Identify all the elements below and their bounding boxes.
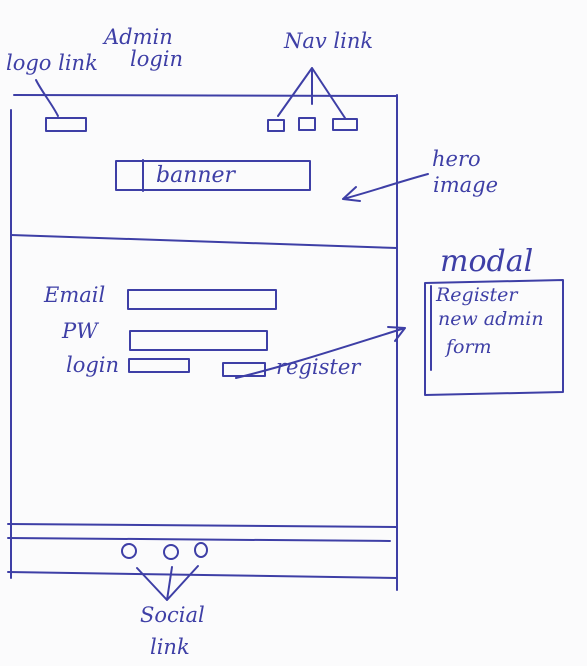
- social-link-line-1: Social: [140, 603, 205, 627]
- social-icon-3[interactable]: [194, 542, 208, 558]
- nav-link-box-2[interactable]: [298, 117, 316, 131]
- banner-box: [115, 160, 311, 191]
- nav-link-label: Nav link: [284, 29, 374, 53]
- logo-link-pointer: [35, 79, 59, 117]
- register-label: register: [276, 355, 361, 379]
- modal-form-line-3: form: [446, 336, 492, 358]
- social-pointers: [136, 565, 199, 601]
- hero-label-line-1: hero: [432, 147, 481, 171]
- password-label: PW: [62, 319, 98, 343]
- nav-link-pointers: [277, 67, 346, 119]
- modal-box: [424, 279, 564, 396]
- nav-link-box-1[interactable]: [267, 119, 285, 132]
- banner-label: banner: [156, 163, 236, 188]
- hero-label-line-2: image: [433, 173, 499, 197]
- logo-link-box[interactable]: [45, 117, 87, 132]
- email-label: Email: [44, 283, 106, 307]
- nav-link-box-3[interactable]: [332, 118, 358, 131]
- footer-divider-bottom: [7, 571, 398, 579]
- hero-arrow: [342, 173, 429, 202]
- social-icon-2[interactable]: [163, 544, 179, 560]
- password-field[interactable]: [129, 330, 268, 351]
- login-label: login: [66, 353, 120, 377]
- register-button[interactable]: [222, 362, 266, 377]
- admin-login-line-1: Admin: [104, 25, 173, 49]
- modal-label: modal: [440, 244, 534, 279]
- footer-divider-mid: [7, 537, 391, 542]
- social-icon-1[interactable]: [121, 543, 137, 559]
- logo-link-label: logo link: [6, 51, 98, 75]
- header-divider: [10, 234, 398, 249]
- page-frame: [10, 94, 398, 591]
- modal-form-line-1: Register: [436, 284, 518, 306]
- social-link-line-2: link: [150, 635, 190, 659]
- register-arrow: [235, 326, 406, 379]
- admin-login-line-2: login: [130, 47, 184, 71]
- login-button[interactable]: [128, 358, 190, 373]
- modal-form-line-2: new admin: [438, 308, 544, 330]
- footer-divider-top: [7, 523, 398, 528]
- email-field[interactable]: [127, 289, 277, 310]
